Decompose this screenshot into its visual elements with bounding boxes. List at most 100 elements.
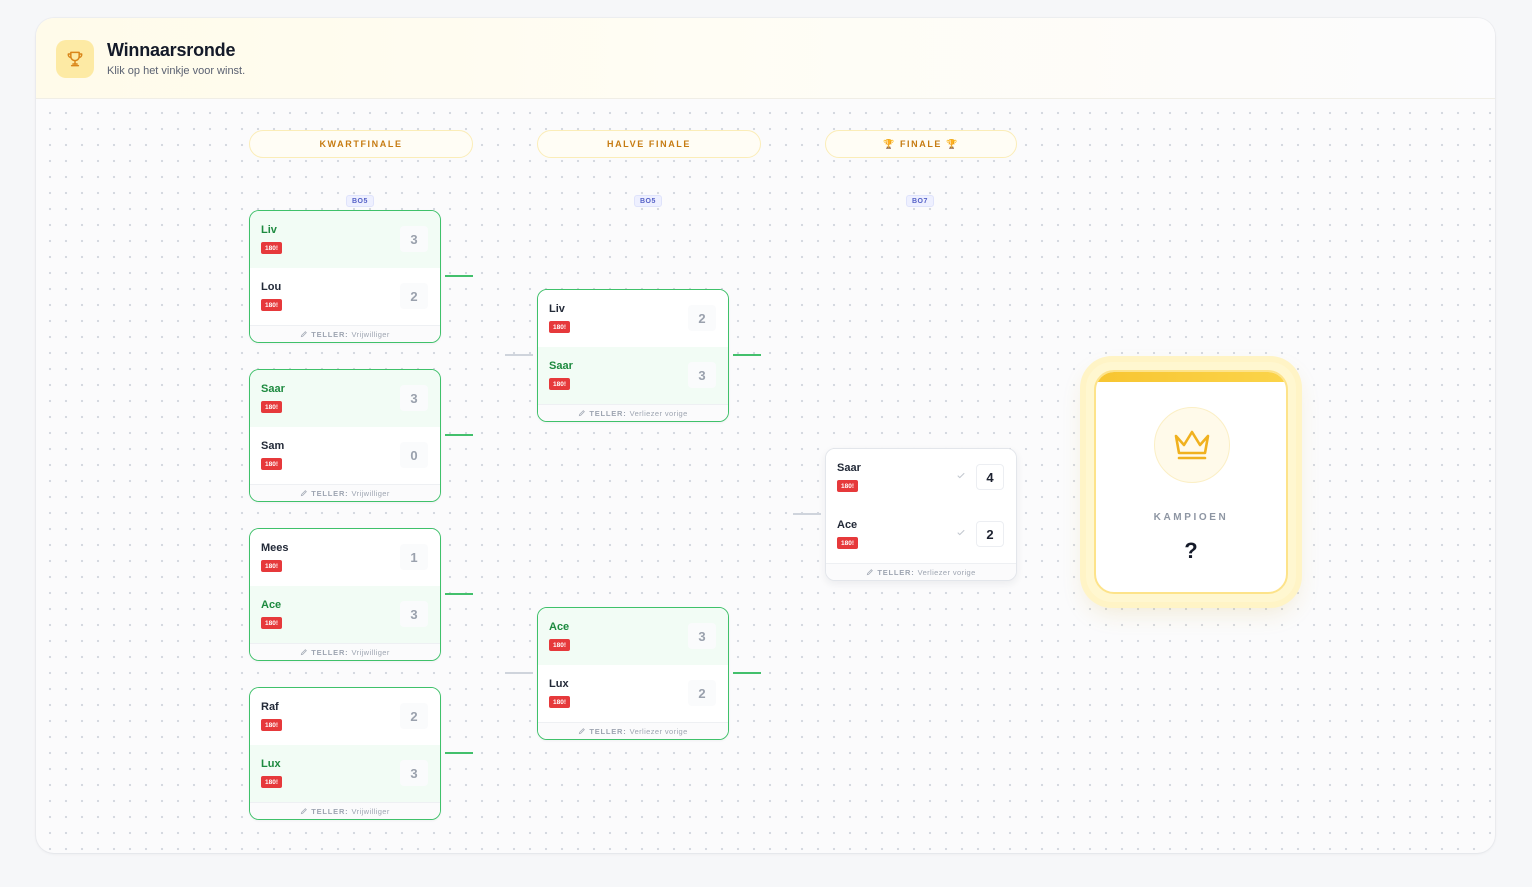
pencil-icon: [301, 490, 308, 497]
player-name: Mees: [261, 542, 289, 554]
player-row[interactable]: Lux 180! 2: [538, 665, 728, 722]
best-of-badge-quarterfinal: BO5: [346, 195, 374, 207]
player-name: Ace: [261, 599, 282, 611]
score-field[interactable]: 2: [400, 703, 428, 729]
player-row[interactable]: Liv 180! 3: [250, 211, 440, 268]
best-of-badge-final: BO7: [906, 195, 934, 207]
tag-180: 180!: [549, 639, 571, 651]
player-row[interactable]: Raf 180! 2: [250, 688, 440, 745]
champion-accent-bar: [1096, 372, 1286, 382]
player-name: Lux: [261, 758, 281, 770]
teller-label: TELLER:: [311, 488, 349, 498]
connector-line: [445, 752, 473, 754]
champion-label: KAMPIOEN: [1153, 512, 1229, 523]
tag-180: 180!: [549, 321, 571, 333]
pencil-icon: [301, 331, 308, 338]
player-row[interactable]: Ace 180! 3: [538, 608, 728, 665]
player-row[interactable]: Ace 180! 2: [826, 506, 1016, 563]
teller-value: Verliezer vorige: [629, 726, 688, 736]
match-final: Saar 180! 4 Ace 180! 2 TELLER: Verliezer…: [825, 448, 1017, 581]
player-name: Sam: [261, 440, 285, 452]
score-field[interactable]: 3: [400, 601, 428, 627]
teller-value: Vrijwilliger: [351, 488, 390, 498]
tag-180: 180!: [837, 480, 859, 492]
winners-bracket-panel: Winnaarsronde Klik op het vinkje voor wi…: [36, 18, 1495, 853]
teller-value: Verliezer vorige: [917, 567, 976, 577]
score-field[interactable]: 2: [688, 680, 716, 706]
best-of-badge-semifinal: BO5: [634, 195, 662, 207]
player-name: Ace: [549, 621, 570, 633]
teller-value: Vrijwilliger: [351, 806, 390, 816]
round-header-semifinal: HALVE FINALE: [537, 130, 761, 158]
tag-180: 180!: [549, 696, 571, 708]
player-name: Lou: [261, 281, 282, 293]
score-field[interactable]: 3: [688, 623, 716, 649]
connector-line: [445, 275, 473, 277]
teller-label: TELLER:: [589, 408, 627, 418]
player-row[interactable]: Lou 180! 2: [250, 268, 440, 325]
tag-180: 180!: [261, 401, 283, 413]
pencil-icon: [301, 808, 308, 815]
teller-footer: TELLER: Vrijwilliger: [250, 325, 440, 342]
player-name: Saar: [549, 360, 573, 372]
tag-180: 180!: [261, 776, 283, 788]
teller-label: TELLER:: [311, 806, 349, 816]
tag-180: 180!: [261, 560, 283, 572]
champion-card: KAMPIOEN ?: [1086, 362, 1296, 602]
win-check-icon[interactable]: [954, 526, 968, 540]
connector-line: [445, 434, 473, 436]
score-input[interactable]: 2: [976, 521, 1004, 547]
pencil-icon: [867, 569, 874, 576]
tag-180: 180!: [549, 378, 571, 390]
teller-label: TELLER:: [311, 647, 349, 657]
player-row[interactable]: Sam 180! 0: [250, 427, 440, 484]
player-row[interactable]: Ace 180! 3: [250, 586, 440, 643]
score-field[interactable]: 3: [400, 385, 428, 411]
pencil-icon: [579, 410, 586, 417]
crown-icon: [1154, 407, 1230, 483]
pencil-icon: [579, 728, 586, 735]
player-row[interactable]: Lux 180! 3: [250, 745, 440, 802]
match-quarterfinal-3: Mees 180! 1 Ace 180! 3 TELLER: Vrijwilli…: [249, 528, 441, 661]
teller-value: Vrijwilliger: [351, 329, 390, 339]
panel-header: Winnaarsronde Klik op het vinkje voor wi…: [36, 18, 1495, 99]
player-name: Saar: [261, 383, 285, 395]
match-semifinal-2: Ace 180! 3 Lux 180! 2 TELLER: Verliezer …: [537, 607, 729, 740]
tag-180: 180!: [261, 242, 283, 254]
tag-180: 180!: [261, 617, 283, 629]
score-field[interactable]: 2: [400, 283, 428, 309]
champion-card-inner: KAMPIOEN ?: [1094, 370, 1288, 594]
teller-label: TELLER:: [877, 567, 915, 577]
score-field[interactable]: 2: [688, 305, 716, 331]
match-quarterfinal-1: Liv 180! 3 Lou 180! 2 TELLER: Vrijwillig…: [249, 210, 441, 343]
player-row[interactable]: Saar 180! 4: [826, 449, 1016, 506]
player-row[interactable]: Mees 180! 1: [250, 529, 440, 586]
score-field[interactable]: 3: [688, 362, 716, 388]
score-field[interactable]: 3: [400, 760, 428, 786]
teller-footer: TELLER: Vrijwilliger: [250, 643, 440, 660]
tag-180: 180!: [837, 537, 859, 549]
win-check-icon[interactable]: [954, 469, 968, 483]
score-field[interactable]: 0: [400, 442, 428, 468]
score-field[interactable]: 3: [400, 226, 428, 252]
player-row[interactable]: Liv 180! 2: [538, 290, 728, 347]
tag-180: 180!: [261, 719, 283, 731]
connector-line: [445, 593, 473, 595]
player-row[interactable]: Saar 180! 3: [250, 370, 440, 427]
score-field[interactable]: 1: [400, 544, 428, 570]
tag-180: 180!: [261, 299, 283, 311]
score-input[interactable]: 4: [976, 464, 1004, 490]
pencil-icon: [301, 649, 308, 656]
player-name: Lux: [549, 678, 569, 690]
teller-footer: TELLER: Verliezer vorige: [538, 404, 728, 421]
teller-value: Vrijwilliger: [351, 647, 390, 657]
connector-line: [733, 354, 761, 356]
teller-label: TELLER:: [311, 329, 349, 339]
player-name: Ace: [837, 519, 858, 531]
match-quarterfinal-4: Raf 180! 2 Lux 180! 3 TELLER: Vrijwillig…: [249, 687, 441, 820]
player-row[interactable]: Saar 180! 3: [538, 347, 728, 404]
player-name: Liv: [549, 303, 565, 315]
teller-footer: TELLER: Vrijwilliger: [250, 802, 440, 819]
player-name: Saar: [837, 462, 861, 474]
player-name: Liv: [261, 224, 277, 236]
